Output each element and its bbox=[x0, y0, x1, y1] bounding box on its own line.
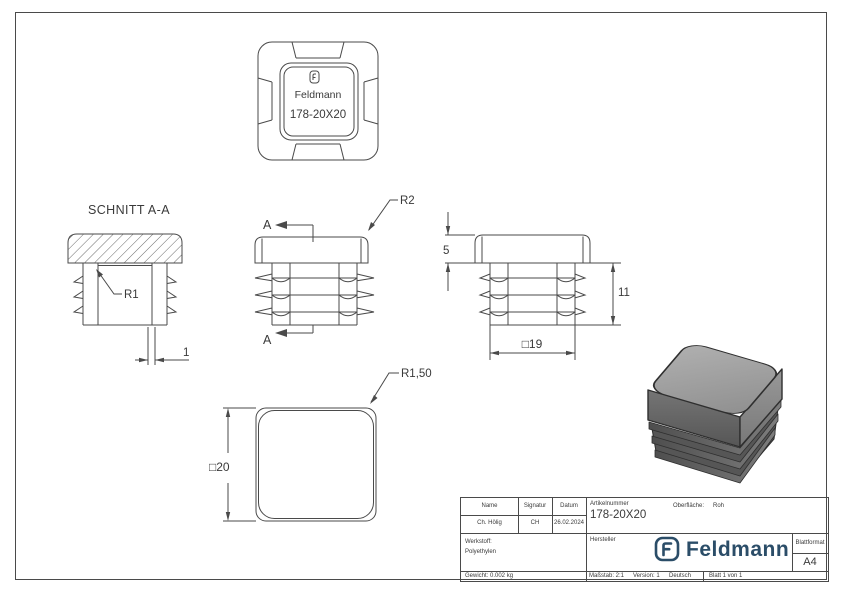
section-fins-right bbox=[166, 275, 178, 315]
side-cap bbox=[474, 234, 591, 264]
value-name: Ch. Hölig bbox=[477, 520, 502, 526]
r1-label: R1 bbox=[124, 289, 139, 301]
sprache: Deutsch bbox=[669, 573, 692, 579]
tblock-vline-sig bbox=[518, 498, 519, 533]
outer-width-label: □20 bbox=[209, 460, 230, 474]
tblock-vline-format bbox=[792, 533, 793, 571]
embossed-logo-icon bbox=[309, 70, 320, 84]
artikelnummer-value: 178-20X20 bbox=[590, 509, 647, 521]
top-view-outline bbox=[257, 41, 379, 161]
blattformat-value: A4 bbox=[803, 556, 817, 568]
embossed-article-text: 178-20X20 bbox=[290, 109, 346, 121]
r2-arrow bbox=[368, 222, 375, 231]
massstab: Maßstab: 2:1 bbox=[589, 573, 625, 579]
drawing-frame bbox=[15, 12, 827, 580]
side-fins bbox=[478, 273, 587, 317]
iso-cap-render bbox=[647, 345, 783, 484]
embossed-brand-text: Feldmann bbox=[295, 89, 342, 101]
cut-marker-bottom: A bbox=[263, 333, 272, 347]
section-title: SCHNITT A-A bbox=[88, 203, 170, 217]
bottom-outline bbox=[255, 407, 377, 522]
werkstoff-value: Polyethylen bbox=[465, 549, 497, 555]
section-view: R1 1 bbox=[67, 233, 189, 365]
oberflaeche-value: Roh bbox=[713, 503, 725, 509]
tblock-vline-main bbox=[586, 498, 587, 581]
r2-label: R2 bbox=[400, 195, 415, 207]
feldmann-logo-icon bbox=[654, 536, 680, 562]
tblock-hline-2 bbox=[461, 571, 828, 572]
wall-dim-label: 1 bbox=[183, 347, 189, 359]
section-fins-left bbox=[72, 275, 84, 315]
front-body bbox=[271, 263, 358, 326]
value-signatur: CH bbox=[530, 520, 540, 526]
r150-label: R1,50 bbox=[401, 368, 432, 380]
r150-arrow bbox=[370, 395, 378, 404]
dim-cap-height: 5 bbox=[443, 212, 475, 291]
dim-body-height: 11 bbox=[575, 262, 630, 326]
section-cut-line: A A bbox=[263, 218, 314, 347]
section-cap-hatched bbox=[67, 233, 183, 264]
top-view: Feldmann 178-20X20 bbox=[257, 41, 379, 161]
artikelnummer-label: Artikelnummer bbox=[590, 501, 629, 507]
iso-view bbox=[647, 345, 783, 484]
top-tab bbox=[291, 41, 345, 59]
feldmann-logo-text: Feldmann bbox=[686, 537, 790, 561]
left-tab bbox=[257, 77, 273, 125]
cut-marker-top: A bbox=[263, 218, 272, 232]
front-view: A A R2 bbox=[254, 195, 415, 347]
version: Version: 1 bbox=[633, 573, 660, 579]
iso-cap-top-face bbox=[652, 345, 778, 414]
hersteller-label: Hersteller bbox=[590, 537, 616, 543]
dim-body-width: □19 bbox=[489, 325, 576, 360]
front-fins bbox=[254, 273, 375, 317]
bottom-tab bbox=[291, 143, 345, 161]
right-tab bbox=[363, 77, 379, 125]
blattformat-label: Blattformat bbox=[795, 540, 825, 546]
value-datum: 26.02.2024 bbox=[553, 520, 585, 526]
tblock-vline-blatt bbox=[703, 571, 704, 581]
tblock-hline-format bbox=[792, 553, 828, 554]
front-cap bbox=[254, 236, 369, 264]
header-name: Name bbox=[481, 503, 498, 509]
blatt: Blatt 1 von 1 bbox=[709, 573, 743, 579]
oberflaeche-label: Oberfläche: bbox=[673, 503, 705, 509]
tblock-hline-header bbox=[461, 515, 586, 516]
body-height-label: 11 bbox=[618, 287, 630, 299]
body-width-label: □19 bbox=[522, 337, 543, 351]
side-body bbox=[489, 263, 576, 326]
title-block: Name Signatur Datum Ch. Hölig CH 26.02.2… bbox=[460, 497, 829, 582]
iso-fin-1 bbox=[648, 399, 782, 456]
cap-height-label: 5 bbox=[443, 245, 449, 257]
werkstoff-label: Werkstoff: bbox=[465, 539, 492, 545]
feldmann-logo: Feldmann bbox=[654, 536, 789, 562]
dim-outer-width: □20 bbox=[209, 407, 256, 522]
iso-fin-3 bbox=[654, 427, 776, 484]
r1-arrow bbox=[96, 269, 103, 278]
gewicht: Gewicht: 0.002 kg bbox=[465, 573, 514, 579]
header-datum: Datum bbox=[560, 503, 578, 509]
tblock-hline-1 bbox=[461, 533, 828, 534]
side-view: 5 11 □19 bbox=[443, 212, 630, 360]
bottom-view: □20 R1,50 bbox=[209, 368, 432, 522]
iso-fin-2 bbox=[651, 413, 779, 470]
tblock-vline-dat bbox=[552, 498, 553, 533]
header-signatur: Signatur bbox=[523, 503, 547, 509]
